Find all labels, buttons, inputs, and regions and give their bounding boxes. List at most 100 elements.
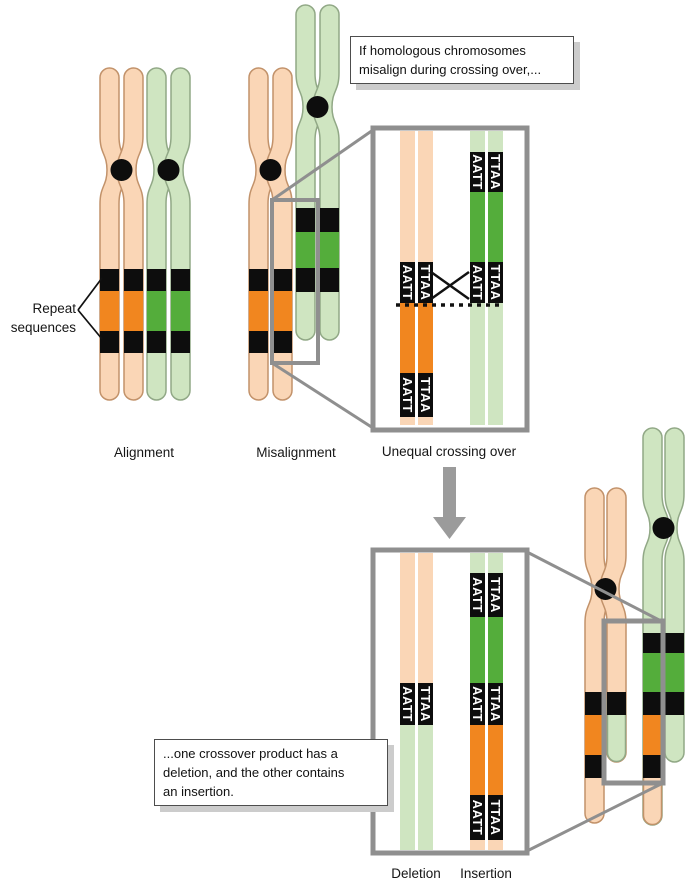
- note-line: misalign during crossing over,...: [359, 62, 542, 77]
- centromere: [157, 159, 180, 181]
- arrow-shaft: [443, 467, 456, 518]
- sequence-label: AATT: [470, 154, 485, 190]
- repeat-band: [124, 331, 143, 353]
- note-line: ...one crossover product has a: [163, 746, 338, 761]
- sequence-label: TTAA: [418, 377, 433, 413]
- repeat-band: [488, 683, 503, 725]
- magnifier-connector-line: [271, 128, 374, 202]
- misalignment-label: Misalignment: [256, 445, 336, 460]
- unequal-crossing-over-label: Unequal crossing over: [382, 444, 517, 459]
- repeat-band: [320, 268, 339, 292]
- note-line: If homologous chromosomes: [359, 43, 526, 58]
- sequence-label: TTAA: [488, 800, 503, 836]
- gene-segment-green: [147, 291, 166, 331]
- sequence-label: AATT: [470, 686, 485, 722]
- repeat-band: [400, 262, 415, 303]
- repeat-band: [665, 692, 684, 715]
- gene-segment-green: [665, 653, 684, 692]
- repeat-band: [585, 755, 604, 778]
- insertion-strand-zoomed: AATT TTAA AATT TTAA AATT TTAA: [470, 553, 503, 850]
- centromere: [259, 159, 282, 181]
- repeat-band: [100, 269, 119, 291]
- products-note-box: ...one crossover product has a deletion,…: [154, 739, 388, 806]
- strand-strip-peach: [488, 840, 503, 850]
- repeat-band: [470, 683, 485, 725]
- magnifier-connector-line: [526, 550, 664, 624]
- crossover-products-box: AATT TTAA AATT TTAA AATT TTAA AATT TTAA: [370, 547, 530, 881]
- misalignment-group: Misalignment: [248, 4, 340, 460]
- gene-segment-orange: [418, 303, 433, 373]
- sequence-label: TTAA: [418, 686, 433, 722]
- magnifier-rect: [601, 618, 666, 786]
- gene-segment-orange: [488, 725, 503, 795]
- repeat-sequences-callout: Repeat sequences: [11, 277, 103, 340]
- repeat-band: [470, 152, 485, 192]
- repeat-band: [470, 262, 485, 303]
- pointer-line: [77, 309, 103, 340]
- sequence-label: AATT: [400, 377, 415, 413]
- deletion-label: Deletion: [391, 866, 441, 881]
- magnifier-rect: [270, 198, 320, 365]
- gene-segment-orange: [273, 291, 292, 331]
- gene-segment-orange: [585, 715, 604, 755]
- chromosome-peach-misaligned: [248, 67, 293, 401]
- repeat-band: [147, 331, 166, 353]
- gene-segment-orange: [124, 291, 143, 331]
- repeat-band: [488, 262, 503, 303]
- repeat-band: [488, 573, 503, 617]
- note-line: an insertion.: [163, 784, 234, 799]
- repeat-band: [296, 208, 315, 232]
- alignment-label: Alignment: [114, 445, 174, 460]
- gene-segment-green: [488, 192, 503, 262]
- chromosome-peach-product: [584, 487, 627, 824]
- repeat-band: [418, 683, 433, 725]
- gene-segment-orange: [643, 715, 662, 755]
- repeat-band: [643, 633, 662, 653]
- repeat-band: [488, 795, 503, 840]
- gene-segment-orange: [249, 291, 268, 331]
- green-strand-zoomed: AATT TTAA AATT TTAA: [470, 131, 503, 425]
- down-arrow: [433, 467, 466, 539]
- peach-strand-zoomed: AATT TTAA AATT TTAA: [400, 131, 433, 425]
- chromosome-green-product: [642, 427, 685, 826]
- gene-segment-green: [643, 653, 662, 692]
- strand-strip-peach: [470, 840, 485, 850]
- repeat-band: [171, 331, 190, 353]
- magnifier-connector-line: [271, 361, 374, 430]
- repeat-band: [665, 633, 684, 653]
- repeat-band: [585, 692, 604, 715]
- repeat-band: [470, 573, 485, 617]
- sequence-label: AATT: [470, 800, 485, 836]
- centromere: [110, 159, 133, 181]
- magnifier-callout-bottom: [526, 550, 666, 853]
- repeat-sequences-label: Repeat: [32, 301, 76, 316]
- repeat-band: [296, 268, 315, 292]
- repeat-band: [607, 692, 626, 715]
- gene-segment-green: [296, 232, 315, 268]
- chromosome-green-aligned: [146, 67, 191, 401]
- repeat-band: [400, 683, 415, 725]
- gene-segment-green: [488, 617, 503, 683]
- repeat-band: [249, 331, 268, 353]
- gene-segment-green: [320, 232, 339, 268]
- arrow-head: [433, 517, 466, 539]
- note-line: deletion, and the other contains: [163, 765, 345, 780]
- repeat-band: [171, 269, 190, 291]
- sequence-label: AATT: [400, 265, 415, 301]
- pointer-line: [77, 277, 103, 311]
- sequence-label: AATT: [470, 577, 485, 613]
- repeat-band: [124, 269, 143, 291]
- repeat-band: [100, 331, 119, 353]
- repeat-band: [273, 331, 292, 353]
- strand-strip-green: [400, 725, 415, 850]
- sequence-label: TTAA: [488, 686, 503, 722]
- gene-segment-green: [470, 192, 485, 262]
- chromosome-peach-aligned: [99, 67, 144, 401]
- repeat-band: [147, 269, 166, 291]
- unequal-crossing-over-box: AATT TTAA AATT TTAA AATT TTAA AATT TTAA …: [370, 125, 530, 459]
- repeat-band: [488, 152, 503, 192]
- sequence-label: TTAA: [418, 265, 433, 301]
- product-chromosomes-group: [584, 427, 685, 826]
